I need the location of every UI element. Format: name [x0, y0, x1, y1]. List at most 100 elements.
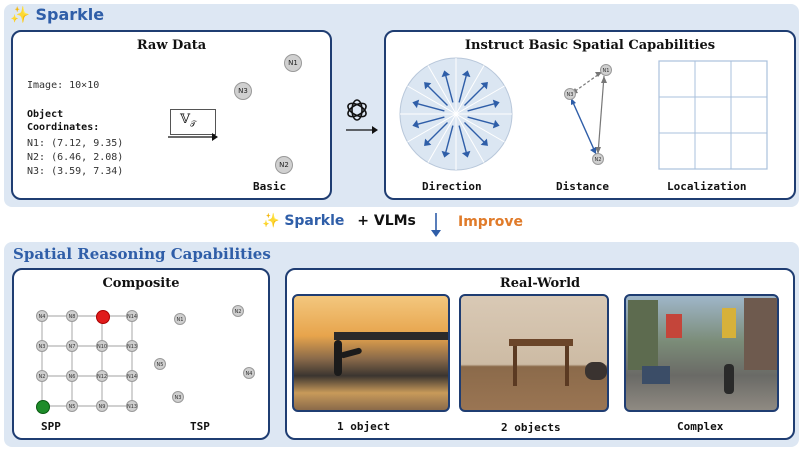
spp-caption: SPP [41, 420, 61, 433]
middle-plus-vlms: + VLMs [357, 213, 416, 229]
spp-grid-node: N12 [96, 370, 108, 382]
transform-symbol: 𝕍𝒯 [180, 112, 197, 129]
logo-arrow [346, 126, 378, 134]
middle-line: ✨ Sparkle + VLMs [262, 213, 416, 229]
spp-grid-node: N14 [126, 310, 138, 322]
caption-complex: Complex [677, 420, 724, 433]
direction-arrow [417, 102, 445, 112]
direction-arrowhead [412, 99, 420, 109]
tsp-node-n4: N4 [243, 367, 255, 379]
raw-data-title: Raw Data [136, 38, 207, 53]
photo-table-dog [459, 294, 609, 412]
raw-node-n2: N2 [275, 156, 293, 174]
spp-start-node [36, 400, 50, 414]
direction-wheel [399, 57, 513, 171]
realworld-panel: Real-World 1 object 2 objects Complex [285, 268, 795, 440]
raw-data-panel: Raw Data Image: 10×10 Object Coordinates… [11, 30, 332, 200]
direction-arrowhead [424, 138, 432, 146]
spp-grid-node: N2 [36, 370, 48, 382]
table-leg-left [513, 346, 517, 386]
localization-caption: Localization [667, 180, 747, 193]
direction-arrowhead [480, 138, 488, 146]
coord-n3: N3: (3.59, 7.34) [27, 166, 124, 177]
spp-grid-node: N9 [96, 400, 108, 412]
surfboard [339, 347, 363, 359]
spp-grid-node: N5 [66, 400, 78, 412]
table-top [509, 339, 573, 346]
tsp-node-n1: N1 [174, 313, 186, 325]
basic-capabilities-title: Instruct Basic Spatial Capabilities [464, 38, 716, 53]
coords-heading-2: Coordinates: [27, 122, 100, 133]
photo-surfer-beach [292, 294, 450, 412]
localization-grid [658, 60, 768, 170]
spp-grid-node: N13 [126, 340, 138, 352]
dog [585, 362, 607, 380]
coord-n2: N2: (6.46, 2.08) [27, 152, 124, 163]
caption-1-object: 1 object [337, 420, 390, 433]
direction-arrowhead [461, 70, 471, 78]
tsp-node-n5: N5 [154, 358, 166, 370]
cyclist [724, 364, 734, 394]
basic-caption: Basic [253, 180, 287, 193]
openai-logo-icon [347, 99, 367, 121]
direction-arrowhead [492, 119, 500, 129]
tsp-node-n3: N3 [172, 391, 184, 403]
middle-sparkle-brand: Sparkle [284, 213, 345, 229]
spp-grid-lines [41, 315, 133, 407]
spp-grid-node: N3 [36, 340, 48, 352]
image-size-label: Image: 10×10 [27, 80, 100, 91]
pier [334, 332, 448, 340]
caption-2-objects: 2 objects [501, 421, 561, 434]
vehicle [642, 366, 670, 384]
spp-grid-node: N13 [126, 400, 138, 412]
basic-capabilities-panel: Instruct Basic Spatial Capabilities N1 N… [384, 30, 796, 200]
tsp-caption: TSP [190, 420, 210, 433]
sign-yellow [722, 308, 736, 338]
composite-title: Composite [102, 276, 180, 291]
spp-grid-node: N8 [66, 310, 78, 322]
sparkle-brand: Sparkle [35, 5, 105, 24]
direction-arrow [458, 75, 468, 103]
direction-arrowhead [492, 99, 500, 109]
direction-arrowhead [441, 150, 451, 158]
direction-arrow [427, 121, 449, 143]
building-right [744, 298, 777, 370]
spp-target-node [96, 310, 110, 324]
coord-n1: N1: (7.12, 9.35) [27, 138, 124, 149]
direction-arrow [417, 116, 445, 126]
header-title: ✨ Sparkle [10, 5, 104, 24]
spp-grid-node: N6 [66, 370, 78, 382]
direction-arrowhead [480, 82, 488, 90]
distance-node-n2: N2 [592, 153, 604, 165]
direction-arrow [444, 125, 454, 153]
sign-red [666, 314, 682, 338]
middle-sparkle-icon: ✨ [262, 213, 280, 229]
direction-arrow [444, 75, 454, 103]
direction-arrow [458, 125, 468, 153]
coords-heading-1: Object [27, 109, 64, 120]
realworld-title: Real-World [499, 276, 581, 291]
section2-title: Spatial Reasoning Capabilities [13, 245, 271, 263]
distance-node-n3: N3 [564, 88, 576, 100]
distance-diagram [570, 71, 607, 155]
distance-caption: Distance [556, 180, 609, 193]
distance-node-n1: N1 [600, 64, 612, 76]
spp-grid-node: N4 [36, 310, 48, 322]
down-arrow-icon [431, 213, 441, 237]
table-leg-right [565, 346, 569, 386]
direction-arrowhead [441, 70, 451, 78]
tsp-node-n2: N2 [232, 305, 244, 317]
raw-node-n1: N1 [284, 54, 302, 72]
spp-grid-node: N7 [66, 340, 78, 352]
spp-grid-node: N10 [96, 340, 108, 352]
photo-street [624, 294, 779, 412]
direction-caption: Direction [422, 180, 482, 193]
direction-arrow [467, 116, 495, 126]
transform-arrow [168, 133, 218, 141]
direction-arrow [463, 121, 485, 143]
building-left [628, 300, 658, 370]
direction-arrow [467, 102, 495, 112]
direction-arrowhead [424, 82, 432, 90]
improve-label: Improve [458, 214, 523, 230]
